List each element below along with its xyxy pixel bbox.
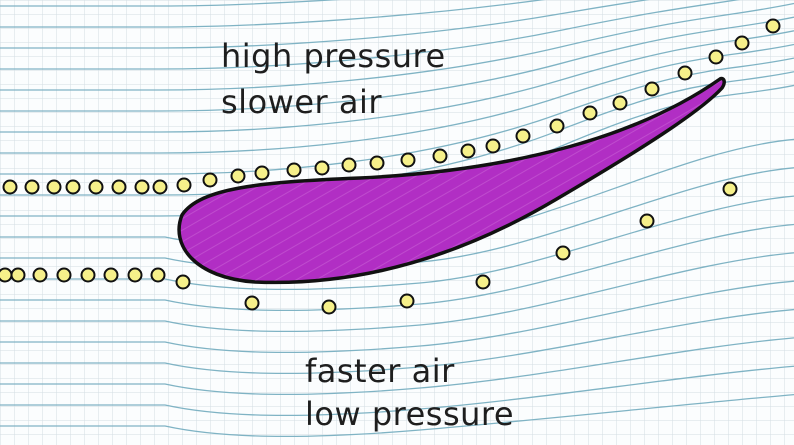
air-particle [286, 162, 302, 178]
air-particle [103, 267, 119, 283]
air-particle [56, 267, 72, 283]
air-particle [549, 118, 565, 134]
air-particle [254, 165, 270, 181]
streamline [0, 308, 794, 375]
air-particle [400, 152, 416, 168]
air-particle [722, 181, 738, 197]
air-particle [321, 299, 337, 315]
air-particle [111, 179, 127, 195]
streamline [0, 252, 794, 333]
air-particle [460, 143, 476, 159]
air-particle [24, 179, 40, 195]
air-particle [150, 267, 166, 283]
air-particle [475, 274, 491, 290]
airfoil-wing [177, 76, 726, 285]
air-particle [0, 267, 13, 283]
streamline [0, 393, 794, 438]
air-particle [80, 267, 96, 283]
streamline [0, 16, 794, 112]
label-faster-air: faster air [305, 352, 455, 390]
air-particle [612, 95, 628, 111]
air-particle [134, 179, 150, 195]
air-particle [244, 295, 260, 311]
air-particle [582, 105, 598, 121]
streamline [0, 0, 741, 70]
streamline [0, 0, 546, 28]
air-particle [176, 177, 192, 193]
air-particle [202, 172, 218, 188]
air-particle [555, 245, 571, 261]
label-low-pressure: low pressure [305, 395, 515, 433]
streamline [0, 0, 650, 49]
air-particles [0, 18, 781, 315]
streamline [0, 0, 341, 7]
air-particle [734, 35, 750, 51]
air-particle [369, 155, 385, 171]
streamline [0, 337, 794, 396]
air-particle [765, 18, 781, 34]
air-particle [152, 179, 168, 195]
streamline [0, 2, 794, 91]
label-high-pressure: high pressure [221, 37, 446, 75]
air-particle [485, 138, 501, 154]
air-particle [677, 65, 693, 81]
streamline [0, 223, 794, 312]
air-particle [127, 267, 143, 283]
air-particle [639, 213, 655, 229]
air-particle [175, 274, 191, 290]
streamline [0, 365, 794, 417]
streamline [0, 43, 794, 154]
air-particle [2, 179, 18, 195]
air-particle [65, 179, 81, 195]
air-particle [644, 81, 660, 97]
air-particle [88, 179, 104, 195]
air-particle [10, 267, 26, 283]
air-particle [515, 128, 531, 144]
streamline [0, 280, 794, 354]
air-particle [32, 267, 48, 283]
air-particle [46, 179, 62, 195]
air-particle [399, 293, 415, 309]
label-slower-air: slower air [221, 83, 382, 121]
air-particle [432, 148, 448, 164]
air-particle [230, 168, 246, 184]
streamline [0, 195, 794, 291]
air-particle [708, 49, 724, 65]
air-particle [341, 157, 357, 173]
streamline [0, 30, 794, 133]
air-particle [314, 160, 330, 176]
